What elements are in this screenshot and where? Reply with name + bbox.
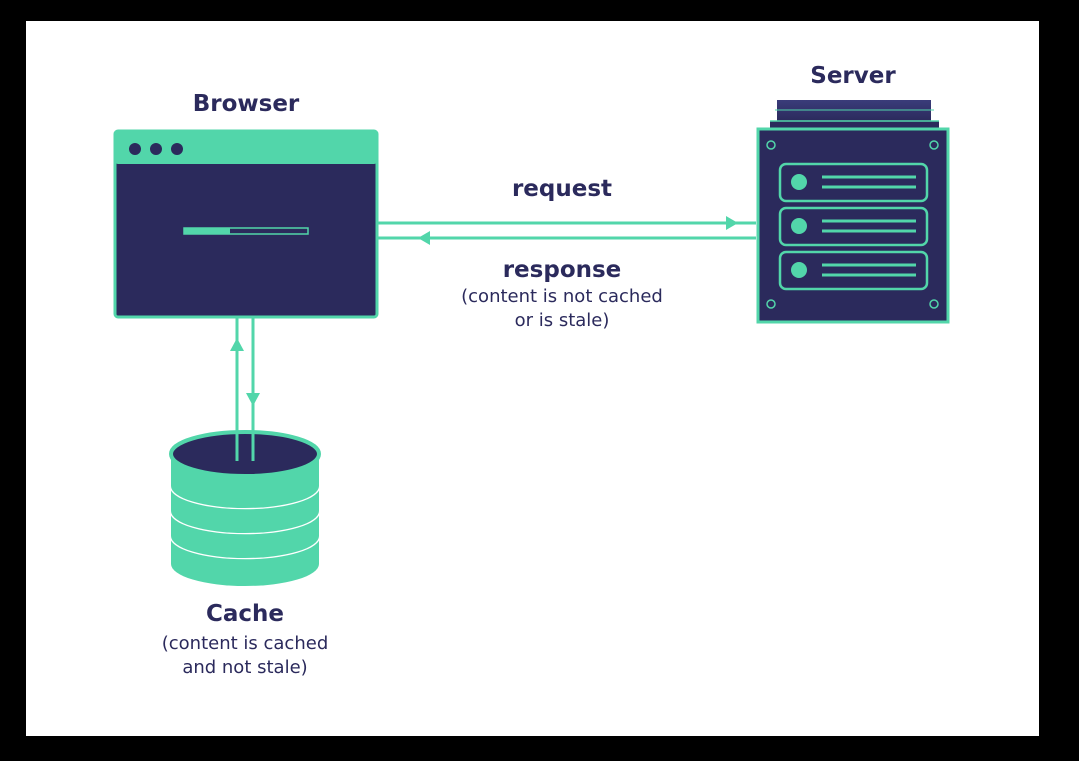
cache-label: Cache (205, 601, 284, 627)
server-rack-icon (756, 100, 950, 324)
cache-note-line2: and not stale) (182, 657, 308, 678)
response-note-line2: or is stale) (514, 310, 610, 331)
response-label: response (502, 257, 622, 283)
cache-to-browser-arrow (230, 317, 244, 461)
screw-icon (766, 299, 776, 309)
browser-window-icon (113, 129, 379, 319)
screw-icon (929, 140, 939, 150)
window-dot-icon (129, 143, 141, 155)
cache-database-icon (169, 430, 321, 586)
window-dot-icon (150, 143, 162, 155)
loading-bar-icon (183, 227, 309, 235)
server-label: Server (810, 63, 896, 89)
server-unit-icon (778, 206, 929, 247)
cache-note-line1: (content is cached (161, 633, 329, 654)
request-arrow (377, 216, 756, 230)
caching-diagram (113, 100, 950, 586)
browser-label: Browser (192, 91, 300, 117)
response-arrow (377, 231, 756, 245)
browser-to-cache-arrow (246, 317, 260, 461)
diagram-canvas: Browser Server request response (content… (26, 21, 1039, 736)
screw-icon (766, 140, 776, 150)
screw-icon (929, 299, 939, 309)
server-unit-icon (778, 250, 929, 291)
window-dot-icon (171, 143, 183, 155)
response-note-line1: (content is not cached (461, 286, 663, 307)
request-label: request (511, 176, 613, 202)
server-unit-icon (778, 162, 929, 203)
